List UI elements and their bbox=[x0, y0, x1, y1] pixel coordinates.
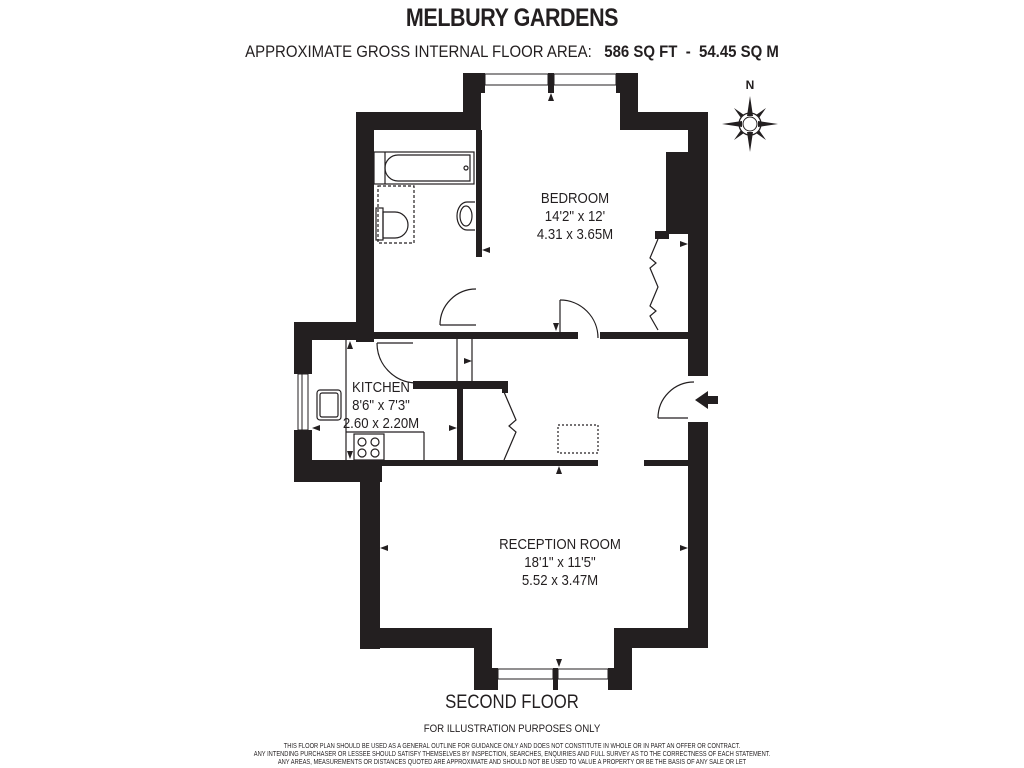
floor-area-line: APPROXIMATE GROSS INTERNAL FLOOR AREA: 5… bbox=[61, 42, 962, 62]
walls bbox=[294, 73, 708, 690]
entrance-arrow-icon bbox=[695, 391, 718, 409]
room-label-bedroom: BEDROOM 14'2" x 12' 4.31 x 3.65M bbox=[522, 190, 628, 244]
disclaimer: THIS FLOOR PLAN SHOULD BE USED AS A GENE… bbox=[92, 743, 932, 767]
floor-area-separator: - bbox=[685, 42, 691, 61]
disclaimer-line: THIS FLOOR PLAN SHOULD BE USED AS A GENE… bbox=[283, 743, 741, 750]
disclaimer-line: ANY AREAS, MEASUREMENTS OR DISTANCES QUO… bbox=[277, 759, 747, 766]
illustration-note: FOR ILLUSTRATION PURPOSES ONLY bbox=[423, 723, 601, 735]
reception-metric: 5.52 x 3.47M bbox=[521, 572, 599, 589]
reception-name: RECEPTION ROOM bbox=[499, 536, 621, 553]
north-compass: N bbox=[720, 78, 780, 156]
room-label-kitchen: KITCHEN 8'6" x 7'3" 2.60 x 2.20M bbox=[339, 379, 423, 433]
floor-area-label: APPROXIMATE GROSS INTERNAL FLOOR AREA: bbox=[245, 42, 592, 61]
bedroom-metric: 4.31 x 3.65M bbox=[536, 226, 614, 243]
kitchen-name: KITCHEN bbox=[352, 379, 410, 396]
floor-area-sqm: 54.45 SQ M bbox=[699, 42, 779, 61]
kitchen-metric: 2.60 x 2.20M bbox=[342, 415, 420, 432]
disclaimer-line: ANY INTENDING PURCHASER OR LESSEE SHOULD… bbox=[253, 751, 771, 758]
fixtures bbox=[316, 151, 695, 461]
windows bbox=[297, 73, 617, 680]
property-title: MELBURY GARDENS bbox=[405, 4, 619, 32]
north-label: N bbox=[745, 78, 755, 92]
floor-area-sqft: 586 SQ FT bbox=[604, 42, 678, 61]
bedroom-name: BEDROOM bbox=[540, 190, 610, 207]
floor-name: SECOND FLOOR bbox=[445, 692, 579, 713]
reception-imperial: 18'1" x 11'5" bbox=[524, 554, 596, 571]
kitchen-imperial: 8'6" x 7'3" bbox=[352, 397, 410, 414]
compass-rose-icon bbox=[722, 96, 778, 152]
dimension-markers bbox=[312, 93, 718, 667]
bedroom-imperial: 14'2" x 12' bbox=[544, 208, 606, 225]
room-label-reception: RECEPTION ROOM 18'1" x 11'5" 5.52 x 3.47… bbox=[472, 536, 648, 590]
